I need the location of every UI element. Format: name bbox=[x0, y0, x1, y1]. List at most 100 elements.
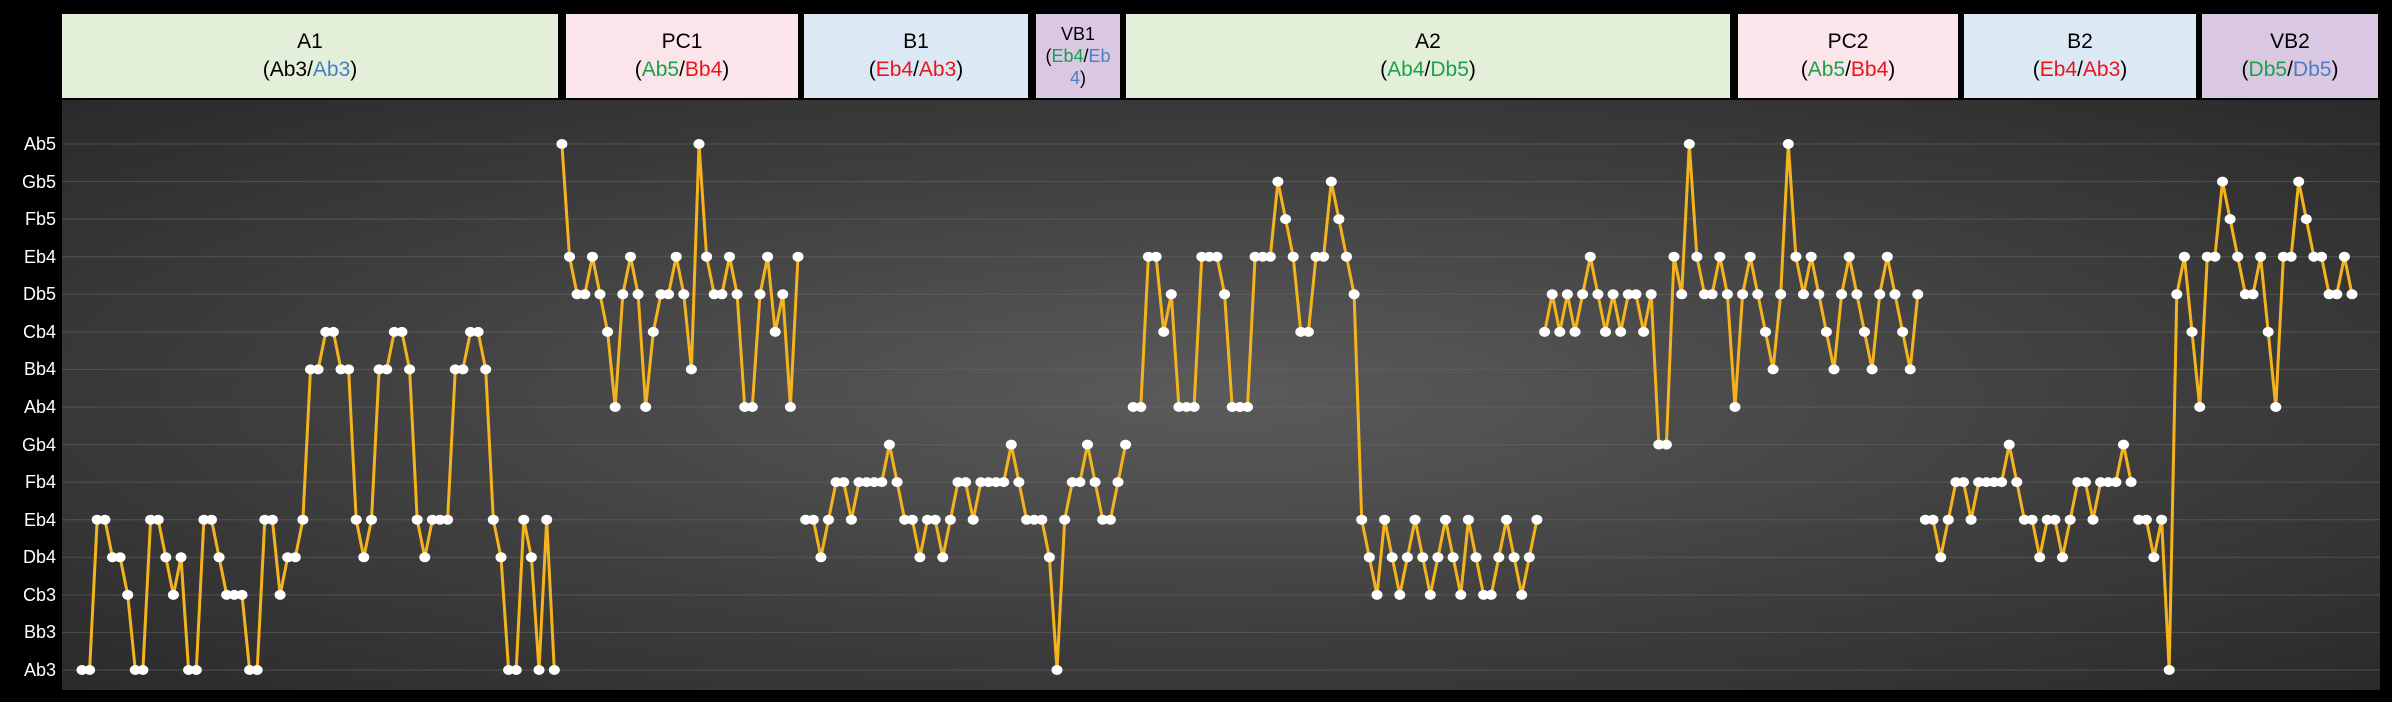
section-keys: (Db5/Db5) bbox=[2242, 56, 2339, 84]
data-point bbox=[1767, 364, 1779, 375]
y-tick-label: Eb4 bbox=[23, 246, 56, 267]
data-point bbox=[1363, 552, 1375, 563]
data-point bbox=[2217, 176, 2228, 187]
data-point bbox=[2178, 251, 2190, 262]
key-part: / bbox=[913, 58, 919, 81]
section-keys: (Ab5/Bb4) bbox=[635, 56, 730, 84]
data-point bbox=[1988, 477, 2000, 488]
data-point bbox=[343, 364, 355, 375]
data-point bbox=[366, 514, 377, 525]
data-point bbox=[533, 665, 545, 675]
data-point bbox=[1348, 289, 1360, 300]
data-point bbox=[708, 289, 720, 300]
data-point bbox=[1264, 251, 1276, 262]
data-point bbox=[556, 139, 568, 149]
key-part: ) bbox=[1888, 58, 1896, 81]
data-point bbox=[76, 665, 88, 675]
key-part: Ab3 bbox=[269, 58, 308, 81]
y-tick-label: Gb4 bbox=[21, 434, 56, 455]
section-header-b1: B1(Eb4/Ab3) bbox=[804, 14, 1028, 98]
data-point bbox=[480, 364, 492, 375]
data-point bbox=[1676, 289, 1688, 300]
data-point bbox=[1158, 326, 1170, 337]
key-part: ( bbox=[1045, 46, 1052, 66]
data-point bbox=[853, 477, 865, 488]
key-part: Db5 bbox=[2292, 58, 2332, 81]
data-point bbox=[2156, 514, 2168, 525]
section-keys: (Eb4/Eb4) bbox=[1036, 45, 1120, 89]
data-point bbox=[2316, 251, 2327, 262]
data-point bbox=[1188, 402, 1200, 412]
y-tick-label: Ab3 bbox=[23, 660, 56, 680]
data-point bbox=[1828, 364, 1840, 375]
data-point bbox=[564, 251, 575, 262]
section-label: A2 bbox=[1415, 30, 1441, 53]
y-tick-label: Cb3 bbox=[22, 584, 56, 605]
section-header-pc1: PC1(Ab5/Bb4) bbox=[566, 14, 798, 98]
data-point bbox=[1897, 326, 1909, 337]
data-point bbox=[206, 514, 217, 525]
data-point bbox=[175, 552, 187, 563]
data-point bbox=[1257, 251, 1269, 262]
data-point bbox=[1889, 289, 1901, 300]
key-part: Eb4 bbox=[2039, 58, 2078, 81]
data-point bbox=[1836, 289, 1848, 300]
data-point bbox=[2079, 477, 2091, 488]
data-point bbox=[1097, 514, 1109, 525]
data-point bbox=[2255, 251, 2267, 262]
key-part: Eb4 bbox=[875, 58, 914, 81]
data-point bbox=[198, 514, 210, 525]
data-point bbox=[1973, 477, 1985, 488]
data-point bbox=[1912, 289, 1924, 300]
data-point bbox=[2262, 326, 2274, 337]
data-point bbox=[983, 477, 994, 488]
key-part: ) bbox=[1080, 68, 1086, 88]
data-point bbox=[1950, 477, 1962, 488]
key-part: Eb4 bbox=[1051, 46, 1084, 66]
data-point bbox=[777, 289, 789, 300]
data-point bbox=[1196, 251, 1208, 262]
data-point bbox=[2338, 251, 2350, 262]
data-point bbox=[800, 514, 812, 525]
data-point bbox=[762, 251, 774, 262]
key-part: / bbox=[307, 58, 313, 81]
data-point bbox=[2232, 251, 2244, 262]
data-point bbox=[2011, 477, 2023, 488]
data-point bbox=[1874, 289, 1886, 300]
key-part: Eb4 bbox=[1069, 46, 1111, 88]
key-part: / bbox=[1845, 58, 1851, 81]
data-point bbox=[84, 665, 96, 675]
data-point bbox=[1036, 514, 1048, 525]
data-point bbox=[960, 477, 972, 488]
key-part: ) bbox=[2120, 58, 2128, 81]
data-point bbox=[381, 364, 393, 375]
data-point bbox=[327, 326, 339, 337]
data-point bbox=[251, 665, 263, 675]
data-point bbox=[1965, 514, 1977, 525]
data-point bbox=[1424, 589, 1436, 600]
data-point bbox=[655, 289, 667, 300]
data-point bbox=[434, 514, 446, 525]
data-point bbox=[1074, 477, 1086, 488]
data-point bbox=[929, 514, 941, 525]
data-point bbox=[876, 477, 888, 488]
data-point bbox=[769, 326, 781, 337]
data-point bbox=[1782, 139, 1794, 149]
y-tick-label: Db4 bbox=[22, 547, 56, 568]
key-part: ) bbox=[2331, 58, 2339, 81]
data-point bbox=[1935, 552, 1947, 563]
data-point bbox=[625, 251, 636, 262]
data-point bbox=[1051, 665, 1063, 675]
data-point bbox=[1714, 251, 1726, 262]
section-keys: (Eb4/Ab3) bbox=[869, 56, 964, 84]
data-point bbox=[2140, 514, 2152, 525]
data-point bbox=[2087, 514, 2099, 525]
data-point bbox=[2247, 289, 2259, 300]
data-point bbox=[1760, 326, 1771, 337]
data-point bbox=[388, 326, 400, 337]
data-point bbox=[457, 364, 469, 375]
data-point bbox=[1021, 514, 1033, 525]
data-point bbox=[236, 589, 248, 600]
y-tick-label: Db5 bbox=[22, 284, 56, 305]
data-point bbox=[259, 514, 271, 525]
